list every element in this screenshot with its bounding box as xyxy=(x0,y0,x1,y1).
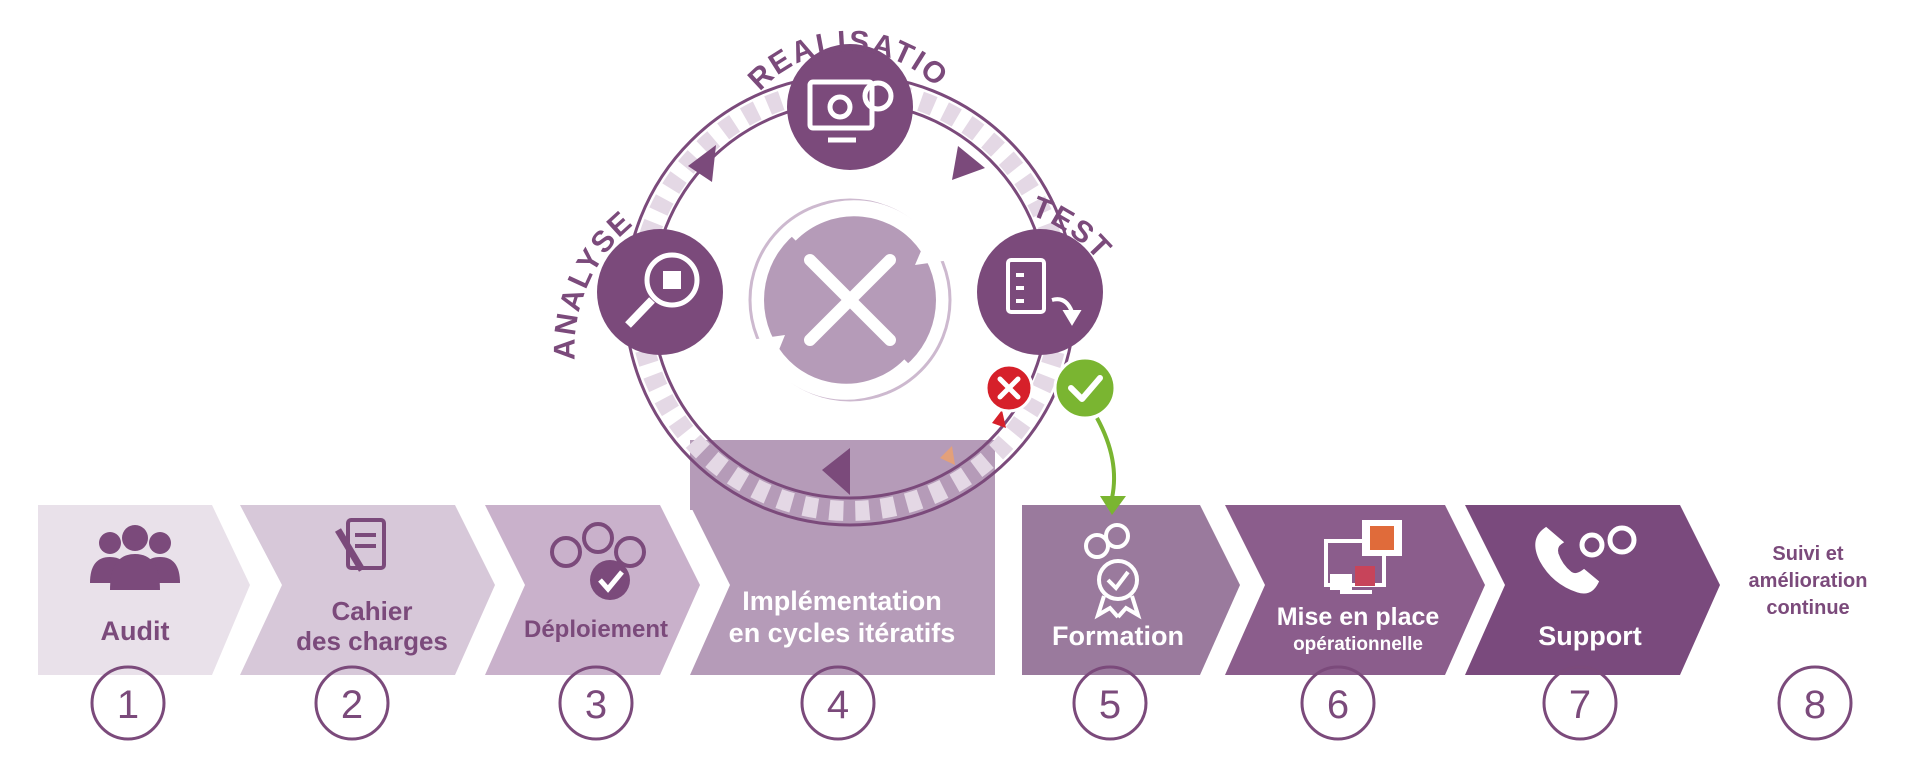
number-5: 5 xyxy=(1099,683,1121,727)
step-4-chevron xyxy=(690,505,995,675)
step-2-title-line1: Cahier xyxy=(332,596,413,626)
number-4: 4 xyxy=(827,683,849,727)
number-8: 8 xyxy=(1804,683,1826,727)
cycle-center-hub xyxy=(748,198,952,402)
team-icon xyxy=(90,525,180,590)
step-8-title-line2: amélioration xyxy=(1749,570,1868,592)
step-2-band: Cahier des charges xyxy=(212,505,495,675)
number-circle-7 xyxy=(1542,665,1618,741)
step-8-block: Suivi et amélioration continue xyxy=(1749,543,1868,619)
step-7-title: Support xyxy=(1538,621,1641,651)
wrench-screwdriver-icon xyxy=(804,254,896,346)
step-4-title-line2: en cycles itératifs xyxy=(729,618,956,648)
step-5-chevron xyxy=(1022,505,1240,675)
number-3: 3 xyxy=(585,683,607,727)
step-2-title-line2: des charges xyxy=(296,626,448,656)
number-circle-2 xyxy=(314,665,390,741)
step-6-band: Mise en place opérationnelle xyxy=(1225,505,1485,675)
cycle-node-analyse xyxy=(597,229,723,355)
step-8-title-line1: Suivi et xyxy=(1772,543,1843,565)
cycle-arrow-realisation-to-test xyxy=(952,146,985,180)
magnifier-puzzle-icon xyxy=(625,252,700,328)
cycle-node-realisation xyxy=(787,44,913,170)
pass-arrow-to-formation xyxy=(1095,417,1117,499)
number-circle-3 xyxy=(558,665,634,741)
step-1-title: Audit xyxy=(101,616,170,646)
cycle-arrow-analyse-to-realisation xyxy=(688,145,716,182)
check-circle-icon xyxy=(1053,356,1117,420)
number-circle-1 xyxy=(90,665,166,741)
number-circle-6 xyxy=(1300,665,1376,741)
number-6: 6 xyxy=(1327,683,1349,727)
step-1-band: Audit xyxy=(38,505,250,675)
step-3-title: Déploiement xyxy=(524,616,668,643)
monitor-gears-icon xyxy=(807,79,894,143)
people-check-icon xyxy=(550,522,646,600)
number-circle-5 xyxy=(1072,665,1148,741)
document-pencil-icon xyxy=(334,518,386,572)
step-numbers: 1 2 3 4 5 6 7 8 xyxy=(90,665,1853,741)
pass-arrow-head xyxy=(1100,496,1126,515)
cycle-node-test xyxy=(977,229,1103,355)
clipboard-checklist-icon xyxy=(1006,258,1082,326)
step-3-band: Déploiement xyxy=(485,505,700,675)
number-1: 1 xyxy=(117,683,139,727)
step-7-band: Support xyxy=(1465,505,1720,675)
number-2: 2 xyxy=(341,683,363,727)
phone-gears-icon xyxy=(1535,525,1637,594)
step-6-title-line1: Mise en place xyxy=(1277,603,1440,631)
step-5-band: Formation xyxy=(1022,505,1240,675)
step-4-title-line1: Implémentation xyxy=(742,586,942,616)
cycle-arrow-test-to-implementation xyxy=(822,448,850,495)
step-2-chevron xyxy=(212,505,495,675)
people-award-icon xyxy=(1084,523,1142,620)
number-circle-4 xyxy=(800,665,876,741)
step-6-title-line2: opérationnelle xyxy=(1293,634,1423,655)
cycle-arrow-red-accent xyxy=(992,410,1006,428)
number-7: 7 xyxy=(1569,683,1591,727)
number-circle-8 xyxy=(1777,665,1853,741)
screens-icon xyxy=(1324,520,1402,594)
x-circle-icon xyxy=(984,363,1034,413)
step-8-title-line3: continue xyxy=(1766,597,1849,619)
step-5-title: Formation xyxy=(1052,621,1184,651)
cycle-arrow-orange-accent xyxy=(940,446,955,465)
step-3-chevron xyxy=(485,505,700,675)
